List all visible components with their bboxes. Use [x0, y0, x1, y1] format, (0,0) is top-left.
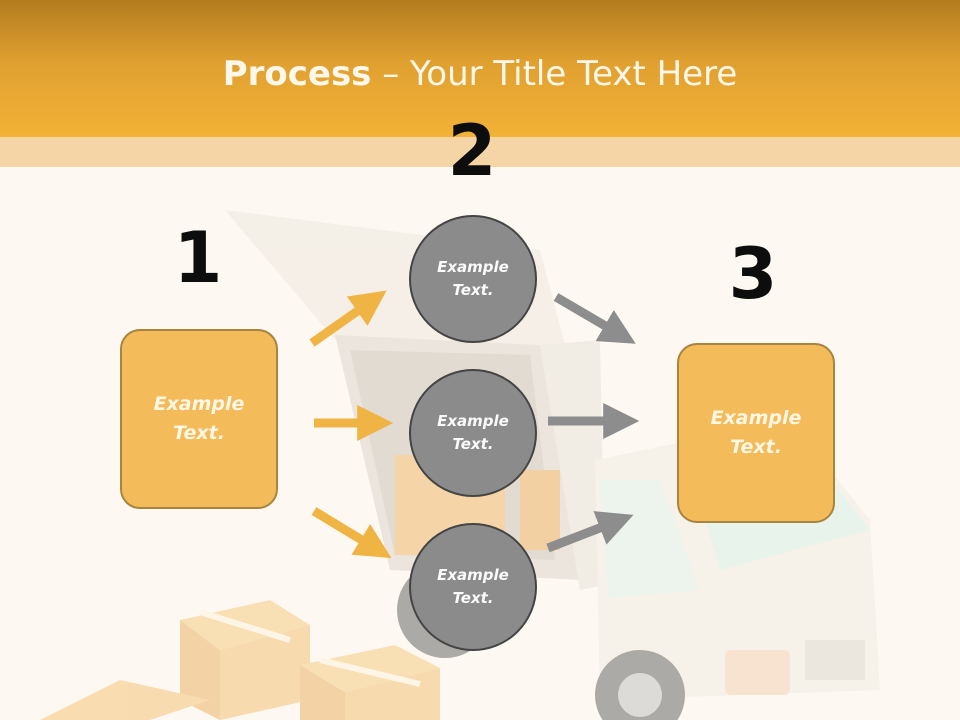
arrow-from-bottom-circle: [546, 511, 634, 553]
step-number-2: 2: [447, 110, 497, 192]
step-2-circle-top: Example Text.: [409, 215, 537, 343]
step-3-box: Example Text.: [677, 343, 835, 523]
arrow-from-top-circle: [553, 293, 636, 344]
step-2-circle-bottom: Example Text.: [409, 523, 537, 651]
arrow-to-top-circle: [309, 290, 387, 347]
slide-title: Process – Your Title Text Here: [0, 52, 960, 96]
step-1-box: Example Text.: [120, 329, 278, 509]
title-strong: Process: [222, 54, 372, 94]
circle-text: Example Text.: [437, 412, 509, 453]
circle-text: Example Text.: [437, 566, 509, 607]
circle-text: Example Text.: [437, 258, 509, 299]
arrow-to-bottom-circle: [311, 507, 392, 559]
step-3-text: Example Text.: [710, 407, 802, 458]
step-number-3: 3: [728, 233, 778, 315]
step-1-text: Example Text.: [153, 393, 245, 444]
cardboard-boxes: [40, 600, 440, 720]
title-bar: [0, 0, 960, 137]
title-band: [0, 137, 960, 167]
title-rest: – Your Title Text Here: [371, 54, 738, 94]
step-2-circle-middle: Example Text.: [409, 369, 537, 497]
step-number-1: 1: [173, 217, 223, 299]
